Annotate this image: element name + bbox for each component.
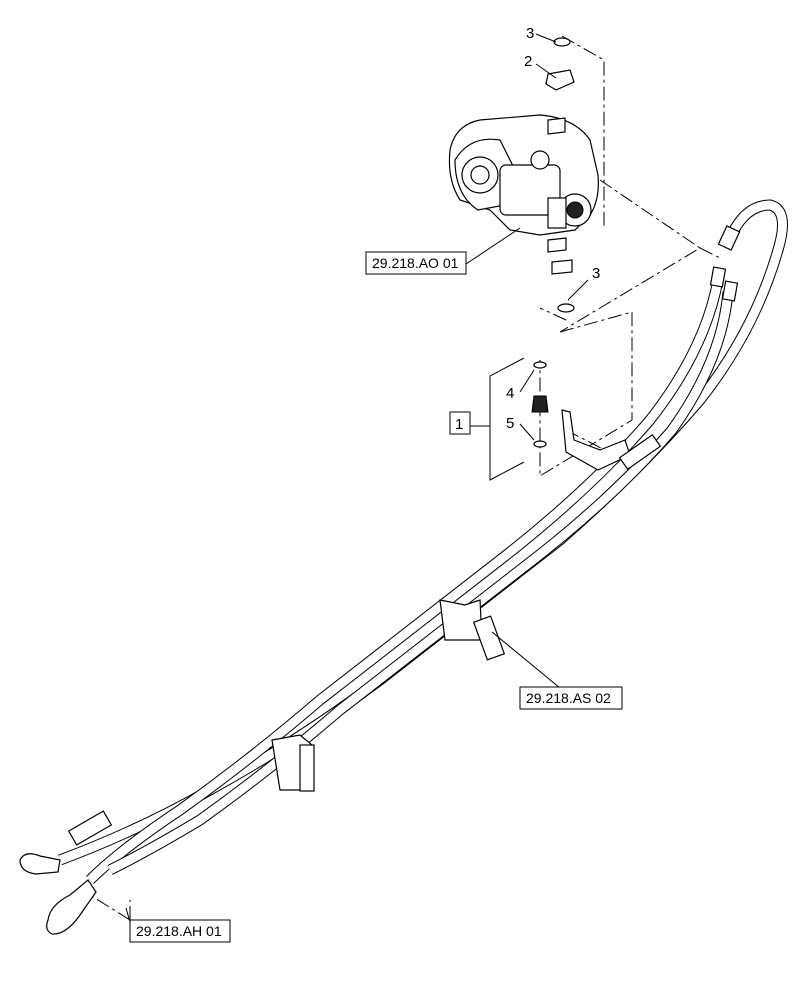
hydraulic-pump <box>448 114 599 275</box>
item-1-bracket <box>489 357 525 481</box>
callout-5: 5 <box>506 415 514 432</box>
washer-lower <box>533 440 547 448</box>
pump-ref-box <box>365 251 467 275</box>
callout-1[interactable]: 1 <box>455 416 463 433</box>
brackets <box>67 409 662 846</box>
clamp-half <box>545 69 575 91</box>
coupler-ref-box <box>129 919 231 943</box>
fitting <box>531 395 549 413</box>
parts-stack <box>531 37 575 448</box>
upper-bracket <box>561 409 631 471</box>
leader-lines <box>125 33 589 923</box>
o-ring-top <box>553 37 571 47</box>
pump-ref-label[interactable]: 29.218.AO 01 <box>372 255 459 271</box>
callout-3-bottom: 3 <box>592 265 600 282</box>
quick-couplers <box>19 853 97 935</box>
callout-1-box <box>449 411 471 435</box>
washer <box>533 361 547 369</box>
callout-2: 2 <box>524 53 532 70</box>
hydraulic-hoses <box>58 199 788 884</box>
hose-end-fittings <box>709 225 741 302</box>
lower-clamp <box>299 744 315 792</box>
coupler-body <box>67 810 113 846</box>
callout-3-top: 3 <box>526 25 534 42</box>
o-ring-bottom <box>557 303 575 313</box>
callout-4: 4 <box>506 385 514 402</box>
coupler-ref-label[interactable]: 29.218.AH 01 <box>136 923 222 939</box>
bracket-ref-box <box>519 686 623 710</box>
bracket-ref-label[interactable]: 29.218.AS 02 <box>526 690 611 706</box>
middle-bracket <box>439 599 483 641</box>
upper-clamp <box>618 433 662 471</box>
middle-clamp <box>472 615 506 661</box>
